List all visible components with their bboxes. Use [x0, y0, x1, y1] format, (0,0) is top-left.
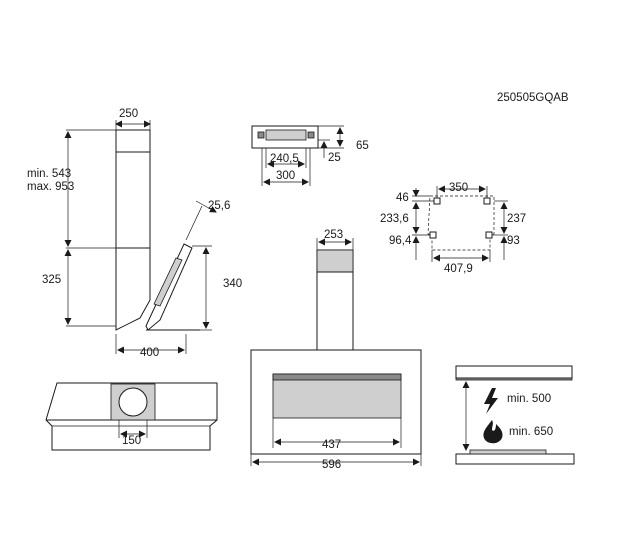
side-hood-height-right: 340 [223, 278, 242, 290]
bracket-height-b: 25 [328, 152, 341, 164]
model-code: 250505GQAB [497, 92, 569, 104]
bracket-view: 65 25 240,5 300 [251, 125, 369, 186]
fix-bottom-width: 407,9 [444, 263, 473, 275]
hole-top-left [433, 197, 441, 205]
side-chimney-min: min. 543 [27, 168, 71, 180]
hole-top-right [483, 197, 491, 205]
clearance-gas: min. 650 [509, 426, 553, 438]
clearance-electric: min. 500 [507, 393, 551, 405]
front-chimney-top [316, 249, 354, 273]
bottom-view: 150 [45, 382, 218, 451]
fixing-points: 350 46 233,6 96,4 237 93 407,9 [380, 182, 526, 275]
chimney-top-section [115, 129, 151, 153]
clearance-view: min. 500 min. 650 [455, 365, 575, 465]
fix-right-mid: 237 [507, 213, 526, 225]
flame-icon [483, 420, 503, 444]
front-glass-panel [272, 373, 402, 419]
side-depth: 400 [140, 347, 159, 359]
side-hood-height-left: 325 [42, 274, 61, 286]
glass-panel-inner [153, 257, 183, 307]
bottom-outlet-diameter: 150 [122, 435, 141, 447]
bracket-center [265, 129, 307, 141]
bracket-inner-width: 240,5 [270, 153, 299, 165]
side-chimney-width: 250 [119, 108, 138, 120]
side-chimney-max: max. 953 [27, 181, 74, 193]
hole-low-right [485, 231, 493, 239]
clearance-hood [455, 365, 573, 379]
fix-right-low: 93 [507, 235, 520, 247]
fix-top-width: 350 [449, 182, 468, 194]
front-view: 253 437 596 [250, 229, 422, 471]
lightning-icon [484, 388, 498, 414]
cooktop-surface [469, 449, 547, 455]
front-panel-width: 437 [322, 439, 341, 451]
fix-left-mid: 233,6 [380, 213, 409, 225]
front-chimney-width: 253 [324, 229, 343, 241]
hood-body [115, 247, 151, 331]
side-angle: 25,6 [208, 200, 230, 212]
bracket-height-a: 65 [356, 140, 369, 152]
hole-low-left [429, 231, 437, 239]
outlet-circle-icon [118, 387, 148, 417]
fix-top-left: 46 [396, 192, 409, 204]
front-total-width: 596 [322, 459, 341, 471]
side-view: 250 min. 543 max. 953 325 340 25,6 400 [27, 108, 242, 359]
bracket-outer-width: 300 [276, 170, 295, 182]
fix-left-low: 96,4 [389, 235, 412, 247]
clearance-cooktop [455, 453, 575, 465]
chimney-body [115, 151, 151, 249]
